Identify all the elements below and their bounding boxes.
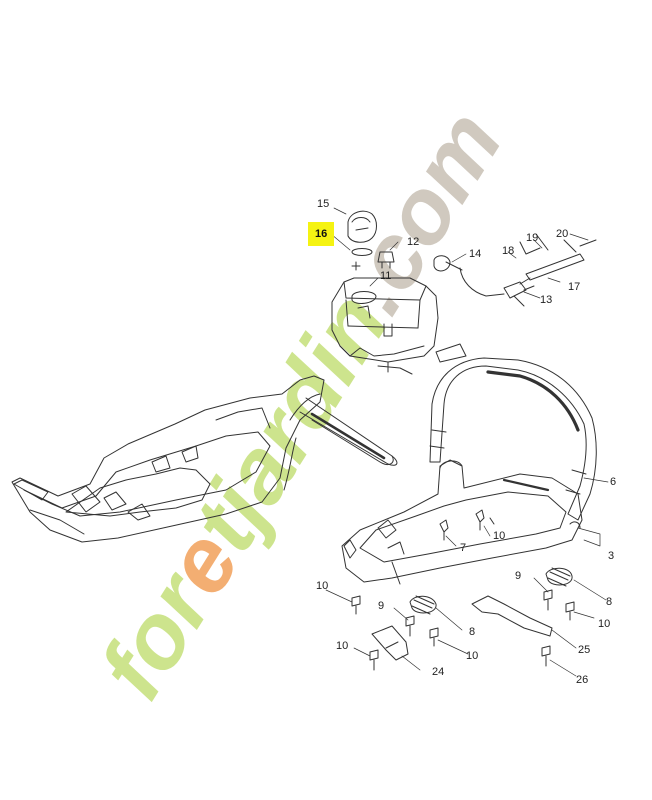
right-housing [341,459,583,585]
leader-lines [325,207,609,677]
callout-20[interactable]: 20 [556,228,569,240]
callout-10-bottom-left[interactable]: 10 [336,640,349,652]
o-ring [351,248,373,256]
callout-13[interactable]: 13 [540,294,553,306]
watermark-suffix: .com [322,94,522,330]
fitting-12 [377,251,395,269]
av-springs [409,567,573,615]
bracket-25 [471,595,553,637]
callout-14[interactable]: 14 [469,248,482,260]
callout-7[interactable]: 7 [460,542,467,554]
callout-3[interactable]: 3 [608,550,615,562]
callout-24[interactable]: 24 [432,666,445,678]
callout-8-right[interactable]: 8 [606,596,613,608]
callout-17[interactable]: 17 [568,281,581,293]
callout-9-right[interactable]: 9 [515,570,522,582]
callout-19[interactable]: 19 [526,232,539,244]
watermark: foretjardin.com [80,94,521,716]
callout-16-highlighted[interactable]: 16 [308,222,335,246]
fuel-tank [331,277,467,375]
stihl-logo-right [502,478,550,492]
callout-10-right[interactable]: 10 [598,618,611,630]
callout-18[interactable]: 18 [502,245,515,257]
callout-9-center[interactable]: 9 [378,600,385,612]
callout-10-left[interactable]: 10 [316,580,329,592]
bracket-24 [371,625,409,661]
callout-10-top[interactable]: 10 [493,530,506,542]
callout-6[interactable]: 6 [610,476,617,488]
label-decal [435,343,467,363]
watermark-text: foretjardin.com [80,94,521,716]
callout-12[interactable]: 12 [407,236,420,248]
callout-8-center[interactable]: 8 [469,626,476,638]
left-housing [11,375,398,543]
callout-10-bottom-center[interactable]: 10 [466,650,479,662]
callout-15[interactable]: 15 [317,198,330,210]
front-handle [429,357,597,521]
callout-26[interactable]: 26 [576,674,589,686]
tank-cap [347,210,377,271]
callout-11[interactable]: 11 [380,270,392,282]
rod-17 [519,233,597,281]
callout-25[interactable]: 25 [578,644,591,656]
grommet-14 [433,255,463,272]
fuel-line [459,267,535,307]
screws [351,509,575,671]
